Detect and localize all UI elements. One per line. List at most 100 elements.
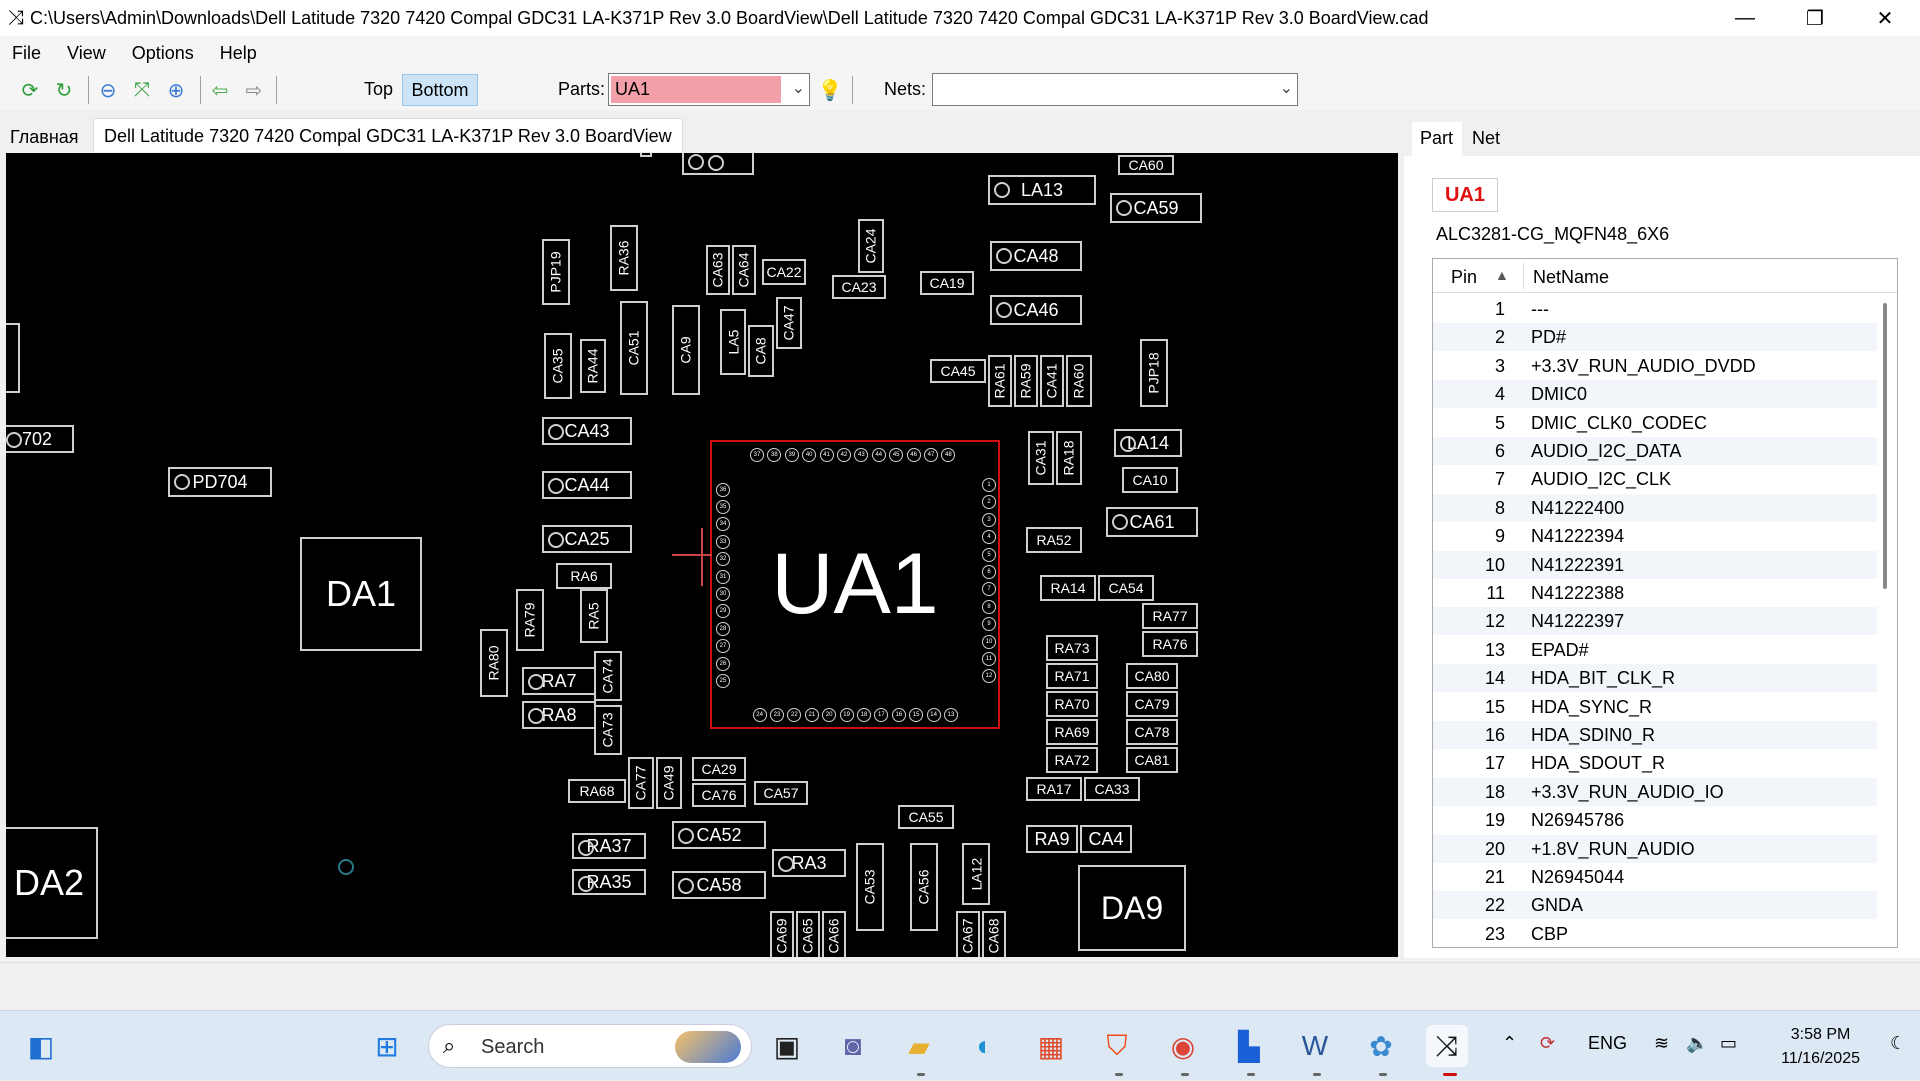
chip-pin[interactable]: 10 [982, 634, 996, 649]
column-pin[interactable]: Pin [1451, 267, 1478, 287]
component-ca68[interactable]: CA68 [982, 911, 1006, 957]
store-icon[interactable]: ▦ [1037, 1030, 1065, 1062]
component-ra73[interactable]: RA73 [1046, 635, 1098, 661]
widgets-icon[interactable]: ◧ [27, 1030, 55, 1062]
top-side-button[interactable]: Top [364, 79, 394, 99]
chip-pin[interactable]: 8 [982, 599, 996, 614]
component-ca63[interactable]: CA63 [706, 245, 730, 295]
component-partial[interactable] [682, 153, 754, 175]
component-ca56[interactable]: CA56 [910, 843, 938, 931]
component-partial[interactable] [6, 323, 20, 393]
component-ca33[interactable]: CA33 [1084, 777, 1140, 801]
chip-pin[interactable]: 39 [784, 448, 799, 462]
component-ca43[interactable]: CA43 [542, 417, 632, 445]
chevron-down-icon[interactable]: ⌄ [1279, 80, 1293, 97]
component-ca61[interactable]: CA61 [1106, 507, 1198, 537]
component-ca76[interactable]: CA76 [692, 783, 746, 807]
chip-pin[interactable]: 19 [839, 708, 854, 722]
component-ra79[interactable]: RA79 [516, 589, 544, 651]
component-ca66[interactable]: CA66 [822, 911, 846, 957]
component-da9[interactable]: DA9 [1078, 865, 1186, 951]
chip-pin[interactable]: 24 [752, 708, 767, 722]
component-ra37[interactable]: RA37 [572, 833, 646, 859]
component-ra68[interactable]: RA68 [568, 779, 626, 803]
chip-pin[interactable]: 32 [716, 552, 730, 567]
component-ca55[interactable]: CA55 [898, 805, 954, 829]
chip-pin[interactable]: 30 [716, 587, 730, 601]
component-ca10[interactable]: CA10 [1122, 467, 1178, 493]
menu-options[interactable]: Options [131, 42, 194, 63]
component-ca25[interactable]: CA25 [542, 525, 632, 553]
component-ra76[interactable]: RA76 [1142, 631, 1198, 657]
component-la12[interactable]: LA12 [962, 843, 990, 905]
component-ca31[interactable]: CA31 [1028, 431, 1054, 485]
battery-icon[interactable]: ▭ [1720, 1033, 1738, 1053]
component-ca58[interactable]: CA58 [672, 871, 766, 899]
chip-pin[interactable]: 28 [716, 621, 730, 636]
scrollbar-thumb[interactable] [1883, 303, 1887, 589]
paint-icon[interactable]: ✿ [1369, 1030, 1393, 1062]
component-ra7[interactable]: RA7 [522, 667, 596, 695]
component-ra61[interactable]: RA61 [988, 355, 1012, 407]
word-icon[interactable]: W [1301, 1030, 1329, 1061]
table-row[interactable]: 18+3.3V_RUN_AUDIO_IO [1433, 777, 1877, 806]
chip-pin[interactable]: 6 [982, 565, 996, 579]
chip-pin[interactable]: 3 [982, 512, 996, 527]
close-button[interactable]: ✕ [1876, 7, 1894, 30]
chip-pin[interactable]: 42 [837, 448, 851, 462]
chip-pin[interactable]: 26 [716, 656, 730, 671]
component-ca78[interactable]: CA78 [1126, 719, 1178, 745]
component-ra71[interactable]: RA71 [1046, 663, 1098, 689]
component-ca53[interactable]: CA53 [856, 843, 884, 931]
component-ca48[interactable]: CA48 [990, 241, 1082, 271]
chip-pin[interactable]: 1 [982, 478, 996, 492]
tab-net[interactable]: Net [1472, 128, 1501, 148]
component-ra18[interactable]: RA18 [1056, 431, 1082, 485]
component-ca46[interactable]: CA46 [990, 295, 1082, 325]
component-ca79[interactable]: CA79 [1126, 691, 1178, 717]
component-la14[interactable]: LA14 [1114, 429, 1182, 457]
sync-icon[interactable]: ⟳ [1540, 1033, 1556, 1053]
component-702[interactable]: 702 [6, 425, 74, 453]
component-ra72[interactable]: RA72 [1046, 747, 1098, 773]
table-row[interactable]: 20+1.8V_RUN_AUDIO [1433, 834, 1877, 863]
component-pd704[interactable]: PD704 [168, 467, 272, 497]
nets-combobox[interactable]: ⌄ [932, 73, 1298, 106]
component-ca74[interactable]: CA74 [594, 651, 622, 701]
component-pjp19[interactable]: PJP19 [542, 239, 570, 305]
chip-pin[interactable]: 29 [716, 604, 730, 619]
component-ca45[interactable]: CA45 [930, 359, 986, 383]
arrow-left-icon[interactable]: ⇦ [211, 79, 229, 102]
tab-home[interactable]: Главная [2, 122, 87, 152]
chip-pin[interactable]: 41 [819, 448, 834, 462]
chip-pin[interactable]: 12 [982, 669, 996, 684]
chip-pin[interactable]: 17 [874, 708, 889, 722]
component-ra77[interactable]: RA77 [1142, 603, 1198, 629]
chrome-icon[interactable]: ◉ [1170, 1030, 1196, 1062]
chip-pin[interactable]: 2 [982, 495, 996, 510]
component-ra5[interactable]: RA5 [580, 589, 608, 643]
chip-pin[interactable]: 22 [787, 708, 802, 722]
component-ra6[interactable]: RA6 [556, 563, 612, 589]
component-ca60[interactable]: CA60 [1118, 155, 1174, 175]
chip-pin[interactable]: 16 [891, 708, 906, 722]
component-ca29[interactable]: CA29 [692, 757, 746, 781]
arrow-right-icon[interactable]: ⇨ [245, 79, 263, 102]
component-ca35[interactable]: CA35 [544, 333, 572, 399]
chip-pin[interactable]: 46 [906, 448, 921, 462]
app-blue-icon[interactable]: ▙ [1238, 1030, 1260, 1062]
component-ca49[interactable]: CA49 [656, 757, 682, 809]
moon-icon[interactable]: ☾ [1890, 1033, 1907, 1053]
zoom-in-icon[interactable]: ⊕ [167, 79, 185, 102]
boardviewer-icon[interactable]: ⤨ [1426, 1025, 1468, 1067]
chip-pin[interactable]: 9 [982, 617, 996, 632]
chevron-down-icon[interactable]: ⌄ [791, 80, 805, 97]
